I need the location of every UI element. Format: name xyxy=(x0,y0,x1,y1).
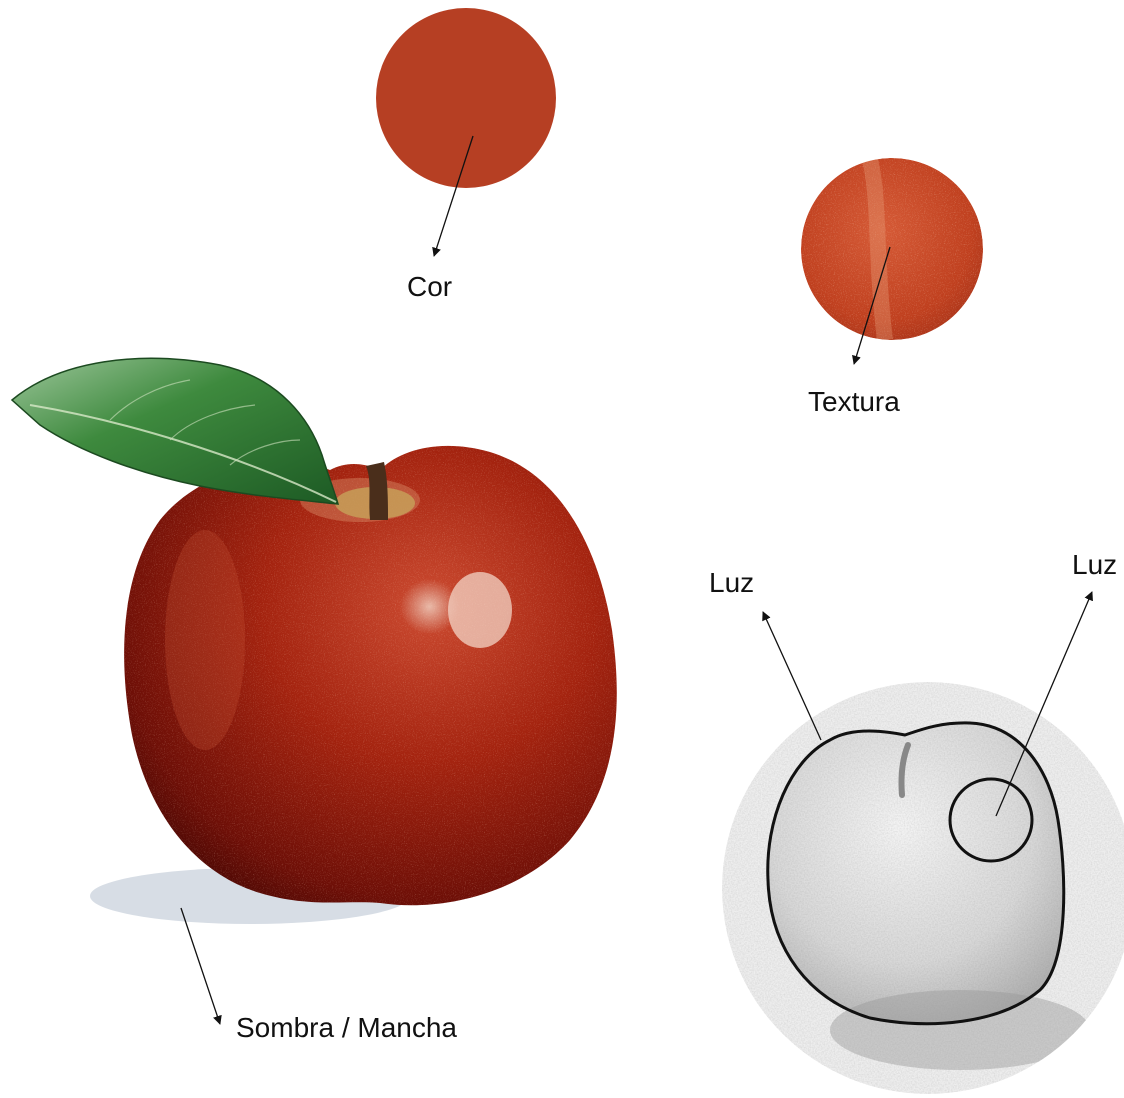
leaf-illustration xyxy=(12,358,338,504)
color-label: Cor xyxy=(407,273,452,301)
shadow-arrow xyxy=(181,908,220,1024)
light-label-right: Luz xyxy=(1072,551,1117,579)
texture-label: Textura xyxy=(808,388,900,416)
shadow-label: Sombra / Mancha xyxy=(236,1014,457,1042)
light-arrow-left xyxy=(763,612,821,740)
texture-swatch xyxy=(800,157,984,341)
light-label-left: Luz xyxy=(709,569,754,597)
apple-illustration xyxy=(120,440,630,920)
color-swatch xyxy=(376,8,556,188)
